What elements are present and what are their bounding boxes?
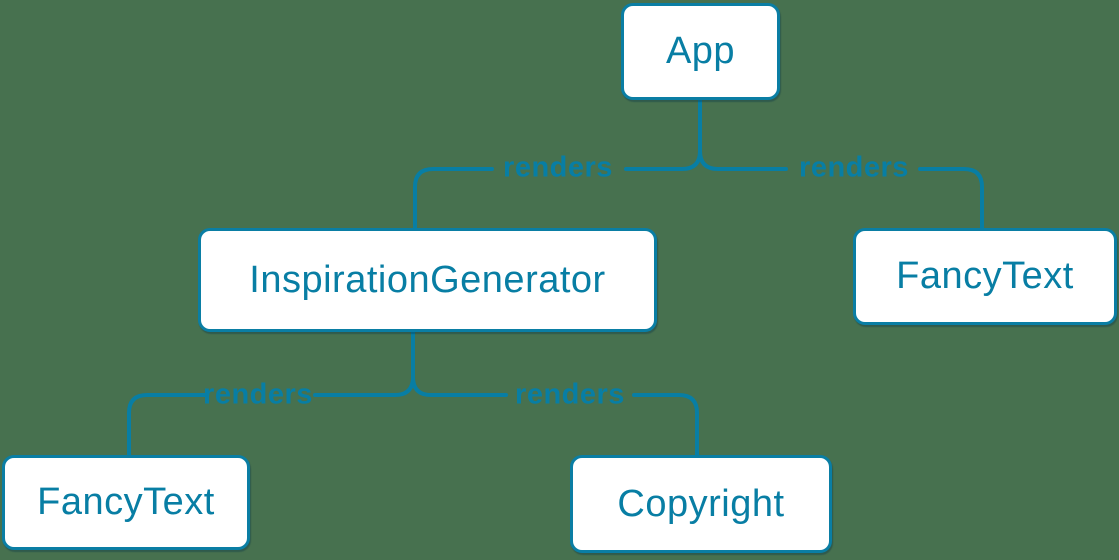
node-inspiration-generator: InspirationGenerator [198, 228, 657, 332]
edge-label-inspirationgenerator-copyright: renders [515, 378, 625, 411]
node-fancy-text-bottom-label: FancyText [37, 481, 215, 523]
node-fancy-text-top-label: FancyText [896, 255, 1074, 297]
edge-app-inspirationgenerator-segment-2 [413, 167, 494, 230]
node-copyright-label: Copyright [617, 482, 785, 525]
node-copyright: Copyright [570, 455, 832, 553]
node-inspiration-generator-label: InspirationGenerator [249, 258, 606, 301]
edge-inspirationgenerator-copyright-segment-2 [632, 393, 699, 457]
edge-label-app-fancytext: renders [799, 151, 909, 184]
edge-app-inspirationgenerator-segment-1 [624, 98, 702, 171]
edge-inspirationgenerator-fancytext-segment-1 [313, 330, 415, 397]
node-app: App [621, 3, 780, 100]
node-app-label: App [665, 30, 736, 72]
node-fancy-text-bottom: FancyText [2, 455, 250, 550]
edge-app-fancytext-segment-2 [918, 167, 984, 230]
edge-label-inspirationgenerator-fancytext: renders [203, 378, 313, 411]
edge-inspirationgenerator-copyright-segment-1 [411, 375, 508, 397]
edge-app-fancytext-segment-1 [698, 149, 788, 171]
node-fancy-text-top: FancyText [853, 228, 1117, 325]
edge-label-app-inspirationgenerator: renders [503, 151, 613, 184]
edge-inspirationgenerator-fancytext-segment-2 [127, 393, 207, 457]
